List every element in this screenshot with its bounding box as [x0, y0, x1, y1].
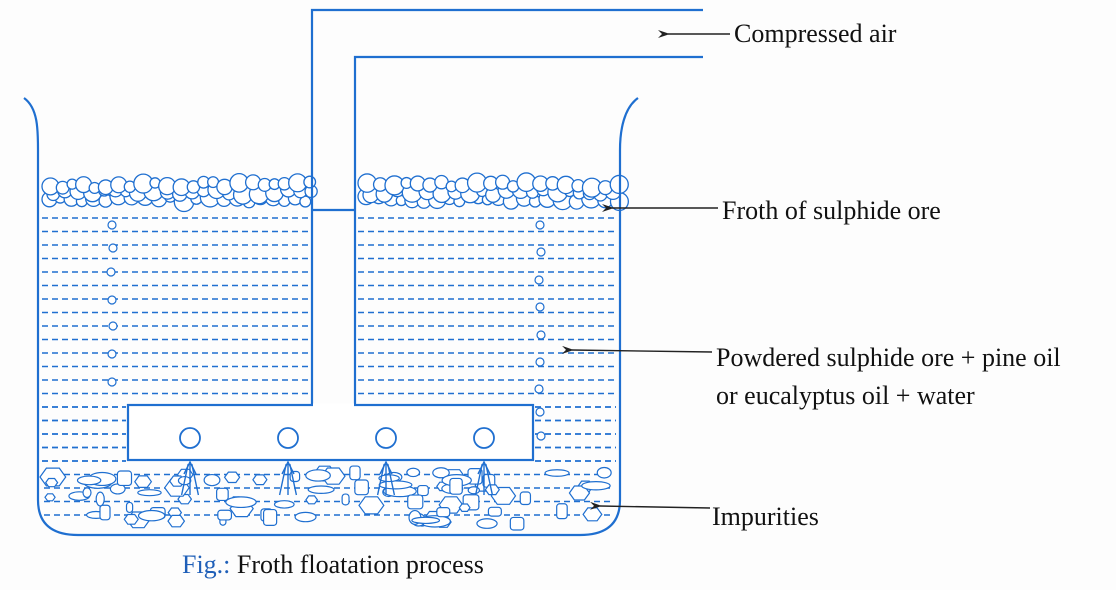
- rising-bubble: [534, 384, 544, 394]
- air-jet-arrows: [180, 460, 200, 496]
- impurity-particle: [216, 487, 229, 502]
- air-jet-arrows: [376, 460, 396, 496]
- impurity-particle: [137, 489, 162, 497]
- rising-bubble: [536, 431, 546, 441]
- impurity-particle: [273, 500, 295, 509]
- impurity-particle: [378, 474, 400, 483]
- figure-caption: Fig.: Froth floatation process: [182, 550, 484, 580]
- impurity-particle: [167, 514, 186, 528]
- impurity-particle: [556, 503, 568, 520]
- impurity-particle: [44, 493, 56, 502]
- impurity-particle: [544, 469, 570, 477]
- nozzle-hole: [473, 427, 495, 449]
- impurity-particle: [225, 496, 257, 509]
- arrow-mixture: [561, 345, 713, 354]
- nozzle-hole: [375, 427, 397, 449]
- impurity-particle: [487, 506, 502, 517]
- label-froth: Froth of sulphide ore: [722, 196, 941, 225]
- impurity-particle: [44, 477, 59, 488]
- impurity-particle: [436, 507, 451, 518]
- impurity-particle: [116, 470, 133, 487]
- impurity-particle: [432, 467, 450, 479]
- impurity-particle: [358, 496, 385, 515]
- rising-bubble: [107, 295, 117, 305]
- impurity-particle: [449, 477, 463, 495]
- label-mixture-line1: Powdered sulphide ore + pine oil: [716, 343, 1061, 372]
- rising-bubble: [534, 275, 544, 285]
- rising-bubble: [535, 220, 545, 230]
- rising-bubble: [535, 302, 545, 312]
- rising-bubble: [107, 377, 117, 387]
- rising-bubble: [106, 267, 116, 277]
- air-jet-head: [477, 460, 491, 475]
- label-arrows: [561, 30, 730, 510]
- impurity-particle: [262, 508, 278, 526]
- liquid-dashes: [42, 217, 616, 516]
- impurity-particle: [596, 466, 612, 479]
- froth-bubbles: [41, 172, 629, 213]
- impurity-particle: [217, 509, 233, 521]
- caption-text: Froth floatation process: [230, 550, 484, 579]
- impurity-particle: [76, 475, 102, 486]
- impurity-particle: [134, 475, 153, 488]
- impurity-particles: [39, 465, 612, 531]
- rising-bubble: [107, 349, 117, 359]
- impurity-particle: [99, 504, 111, 521]
- impurity-particle: [581, 481, 611, 491]
- impurity-particle: [476, 518, 498, 529]
- impurity-particle: [378, 480, 413, 490]
- impurity-particle: [354, 479, 369, 496]
- impurity-particle: [125, 501, 134, 514]
- impurity-particle: [417, 484, 429, 497]
- rising-bubbles: [106, 220, 546, 441]
- rising-bubble: [107, 220, 117, 230]
- impurity-particle: [294, 511, 317, 523]
- nozzle-hole: [179, 427, 201, 449]
- air-jet-head: [379, 460, 393, 475]
- impurity-particle: [137, 509, 166, 522]
- impurity-particle: [82, 487, 92, 499]
- impurity-particle: [223, 471, 241, 484]
- air-jet-arrows: [474, 460, 494, 496]
- froth-bubble: [303, 175, 317, 189]
- label-compressed-air: Compressed air: [734, 19, 897, 48]
- impurity-particle: [411, 516, 441, 525]
- impurity-particle: [582, 507, 603, 522]
- air-nozzles: [179, 427, 495, 496]
- impurity-particle: [349, 465, 361, 481]
- label-impurities: Impurities: [712, 502, 819, 531]
- impurity-particle: [305, 469, 331, 482]
- impurity-particle: [177, 493, 193, 505]
- impurity-particle: [458, 503, 471, 512]
- impurity-particle: [305, 495, 319, 505]
- impurity-particle: [341, 493, 350, 506]
- air-pipe: [310, 8, 703, 405]
- rising-bubble: [536, 247, 546, 257]
- caption-prefix: Fig.:: [182, 550, 231, 579]
- air-jet-arrows: [278, 460, 298, 496]
- nozzle-hole: [277, 427, 299, 449]
- impurity-particle: [307, 485, 335, 494]
- rising-bubble: [108, 321, 118, 331]
- impurity-particle: [519, 491, 532, 506]
- impurity-particle: [252, 474, 268, 486]
- rising-bubble: [535, 357, 545, 367]
- impurity-particle: [203, 473, 221, 487]
- impurity-particle: [407, 494, 424, 510]
- beaker-vessel: [23, 97, 639, 537]
- rising-bubble: [108, 243, 118, 253]
- air-jet-head: [281, 460, 295, 475]
- impurity-particle: [123, 513, 139, 525]
- impurity-particle: [95, 491, 105, 507]
- arrow-impurities: [589, 501, 711, 510]
- rising-bubble: [536, 330, 546, 340]
- impurity-particle: [509, 516, 525, 531]
- label-mixture-line2: or eucalyptus oil + water: [716, 381, 975, 410]
- air-jet-head: [183, 460, 197, 475]
- impurity-particle: [406, 467, 421, 478]
- rising-bubble: [535, 407, 545, 417]
- impurity-particle: [484, 484, 501, 496]
